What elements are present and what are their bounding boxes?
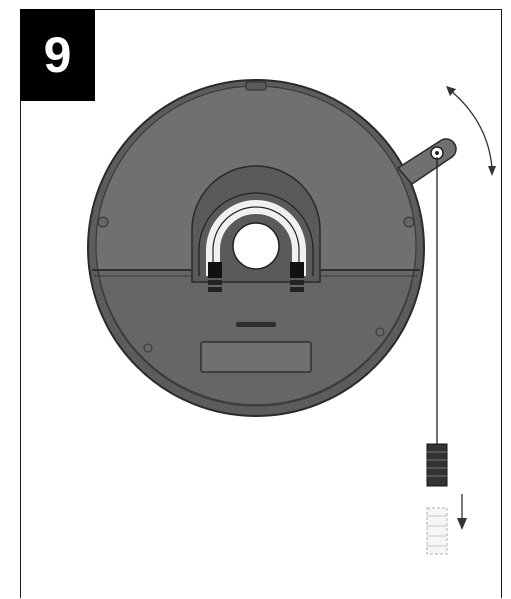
- clip-end-left: [208, 262, 222, 278]
- step-number: 9: [43, 27, 72, 83]
- center-module: [191, 165, 321, 292]
- center-hole: [232, 222, 280, 270]
- right-bump: [403, 216, 415, 228]
- weight-ghost: [426, 507, 448, 555]
- screw-right: [290, 280, 304, 292]
- step-number-badge: 9: [20, 9, 95, 101]
- top-nub: [245, 81, 267, 91]
- small-slot: [236, 322, 276, 327]
- page-frame: [20, 9, 502, 598]
- down-arrow-icon: [457, 494, 467, 530]
- lower-details: [200, 322, 312, 373]
- body-lower-shell: [97, 269, 415, 406]
- weight-solid: [426, 443, 448, 487]
- clip-end-right: [290, 262, 304, 278]
- side-arm: [396, 138, 457, 185]
- left-bump: [97, 216, 109, 228]
- rotate-arrow-icon: [446, 86, 496, 176]
- screw-left: [208, 280, 222, 292]
- bottom-panel: [200, 341, 312, 373]
- arm-body: [396, 138, 457, 185]
